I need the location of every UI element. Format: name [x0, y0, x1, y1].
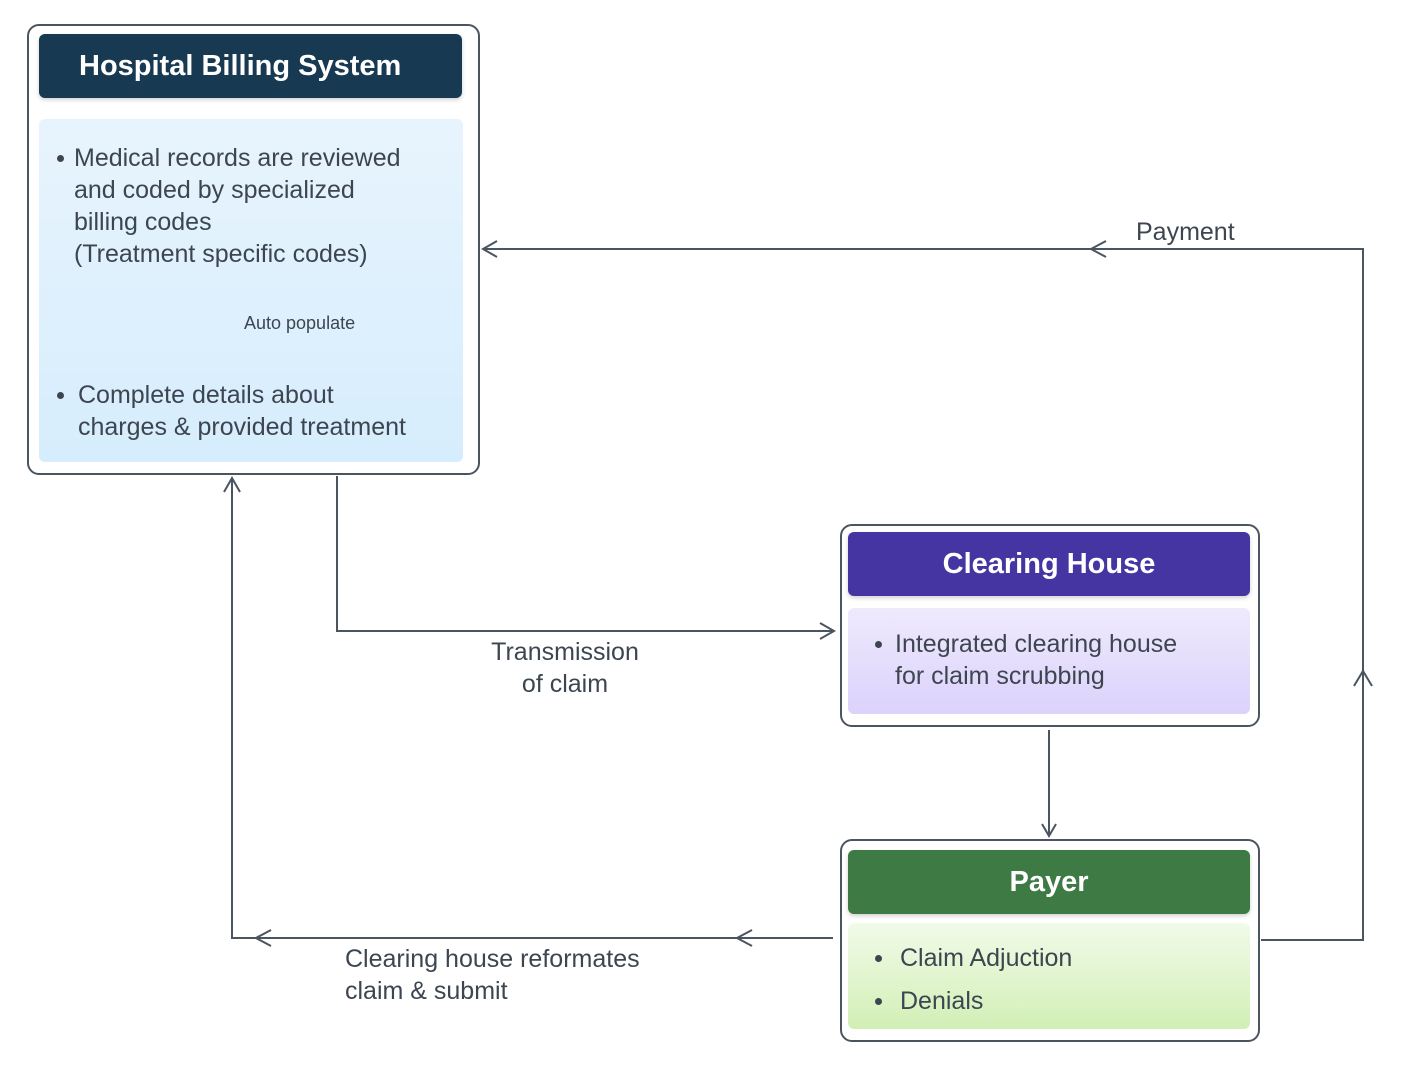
transmission-arrow: [336, 476, 834, 632]
payment-arrow: [483, 248, 1364, 941]
clearing-to-payer-arrow: [1041, 730, 1057, 838]
reformat-arrowhead-up: [223, 475, 241, 493]
reformat-chevron-right: [734, 929, 753, 947]
reformat-label: Clearing house reformates claim & submit: [345, 945, 640, 1005]
hospital-billing-content: [39, 119, 463, 462]
auto-populate-label: Auto populate: [244, 313, 356, 333]
transmission-arrowhead: [819, 622, 837, 640]
payment-mid-chevron: [1088, 240, 1107, 258]
clearing-house-bullet-scrubbing: Integrated clearing house for claim scru…: [875, 628, 1240, 692]
clearing-house-header: Clearing House: [848, 532, 1250, 596]
payment-up-chevron: [1353, 669, 1373, 687]
reformat-arrow: [231, 478, 833, 939]
payer-content: [848, 923, 1250, 1029]
clearing-house-content: [848, 608, 1250, 714]
payer-header: Payer: [848, 850, 1250, 914]
payer-bullet-adjudication: Claim Adjuction: [875, 942, 1240, 974]
transmission-label: Transmission of claim: [491, 638, 639, 698]
hospital-billing-bullet-details: Complete details about charges & provide…: [57, 379, 458, 443]
payment-label: Payment: [1136, 218, 1235, 246]
payment-arrowhead-left: [480, 240, 498, 258]
payer-bullet-denials: Denials: [875, 985, 1240, 1017]
hospital-billing-bullet-coding: Medical records are reviewed and coded b…: [57, 142, 454, 270]
reformat-chevron-left: [253, 929, 272, 947]
hospital-billing-header: Hospital Billing System: [39, 34, 462, 98]
